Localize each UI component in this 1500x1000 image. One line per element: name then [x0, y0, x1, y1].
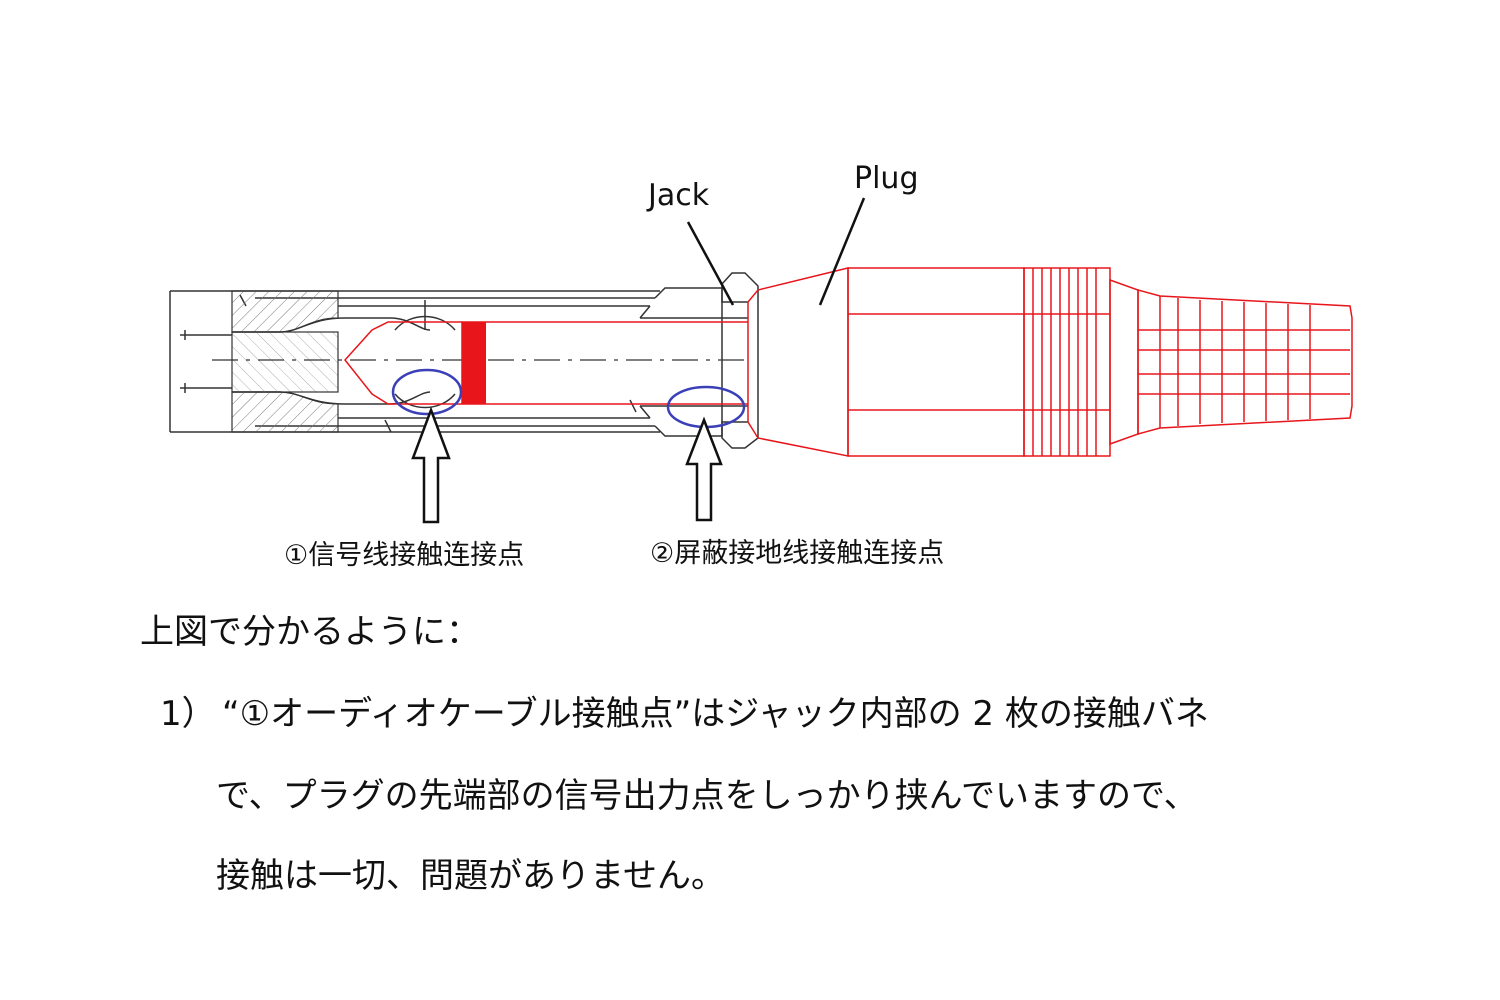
signal-contact-arrow: [411, 406, 451, 524]
signal-contact-highlight: [391, 368, 463, 416]
ground-contact-label: ②屏蔽接地线接触连接点: [650, 538, 944, 569]
explanation-line-3: 接触は一切、問題がありません。: [216, 856, 725, 896]
jack-insulator: [231, 290, 339, 433]
plug-insulator-ring: [462, 322, 486, 404]
plug-leader-line: [818, 197, 866, 306]
point-number: 1）: [160, 694, 216, 734]
intro-text: 上図で分かるように：: [140, 612, 480, 652]
jack-label: Jack: [646, 178, 710, 213]
signal-contact-label: ①信号线接触连接点: [284, 540, 524, 571]
ground-contact-highlight: [666, 385, 746, 429]
ground-contact-arrow: [685, 416, 723, 522]
plug-label: Plug: [854, 161, 918, 196]
jack-leader-line: [686, 221, 735, 306]
jack-plug-cross-section-diagram: Jack Plug ①信号线接触连接点 ②屏蔽接地线接触连接点: [169, 161, 1353, 571]
explanation-line-2: で、プラグの先端部の信号出力点をしっかり挟んでいますので、: [216, 776, 1198, 816]
explanation-line-1: “①オーディオケーブル接触点”はジャック内部の 2 枚の接触バネ: [222, 694, 1209, 734]
plug-body: [344, 267, 1353, 457]
